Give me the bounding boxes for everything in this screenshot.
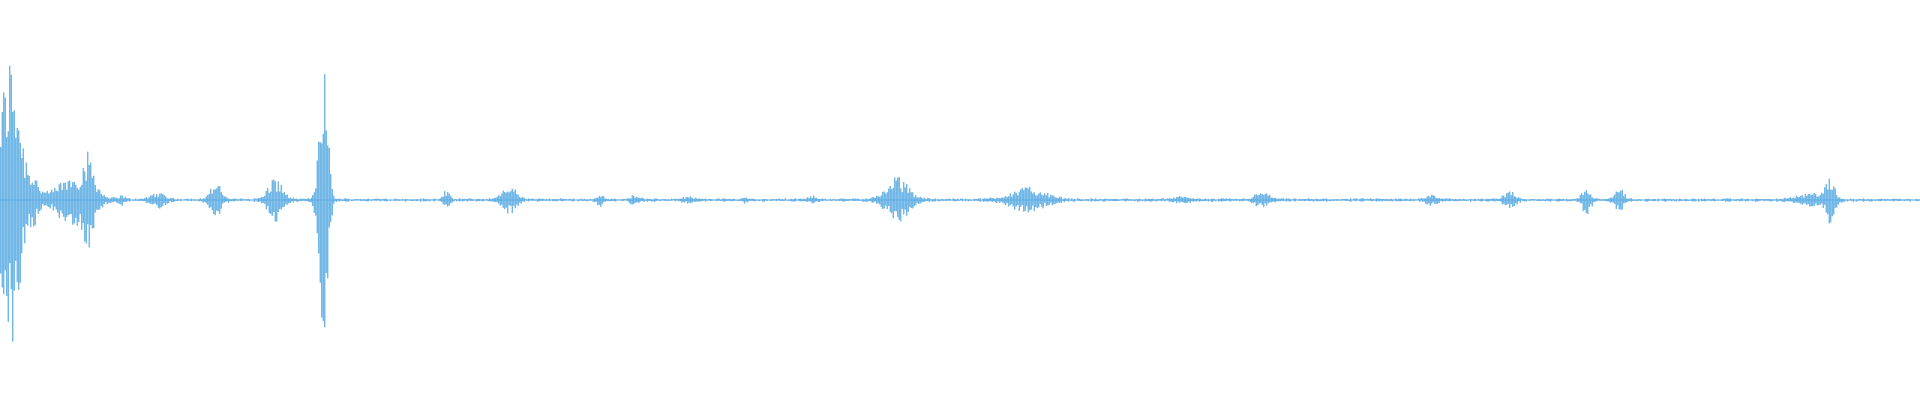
waveform-samples [0,65,1920,342]
waveform-trace [0,65,1920,342]
